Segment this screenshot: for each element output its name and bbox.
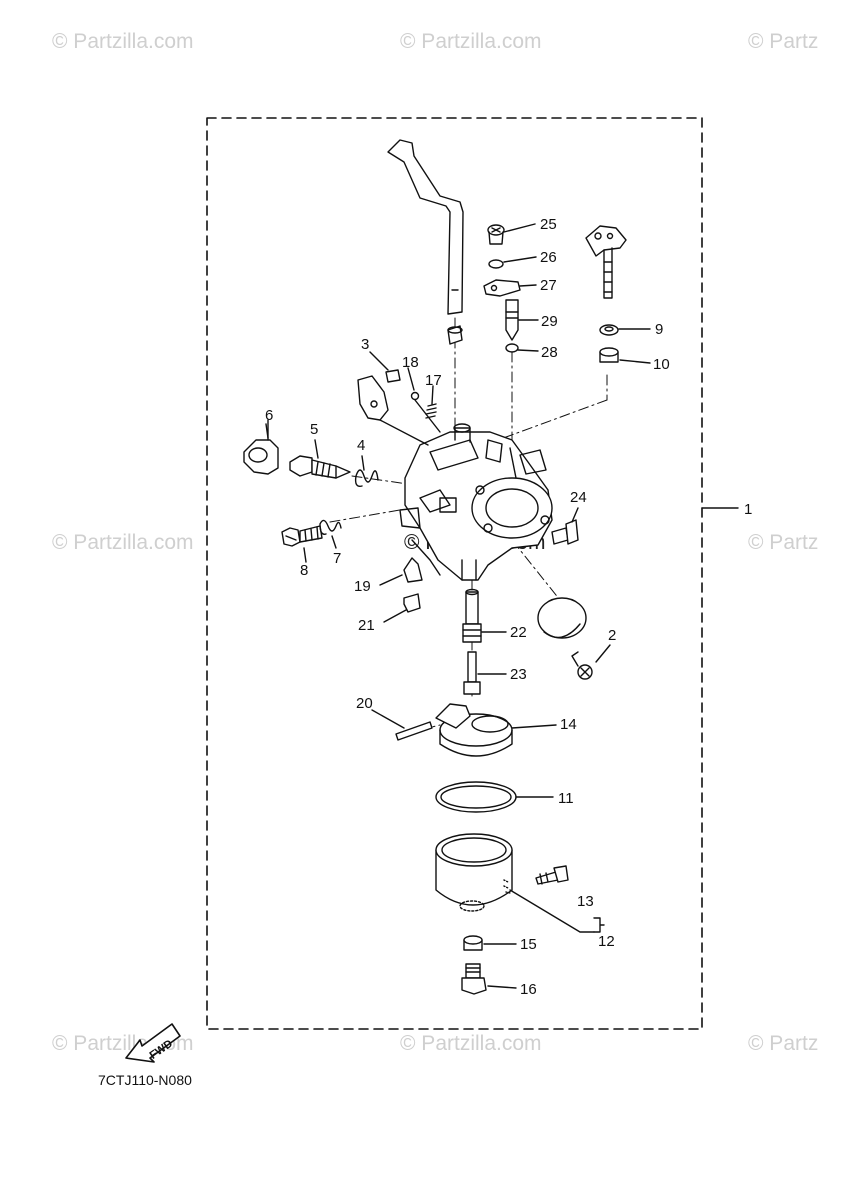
watermark-bottom-right: © Partz [748,1032,819,1055]
part-27-plate [483,279,537,297]
callout-27: 27 [540,277,557,294]
part-8-screw [281,525,323,563]
part-11-gasket [435,781,554,813]
callout-5: 5 [310,421,318,438]
part-7-spring [319,519,342,535]
assembly-border [206,117,703,1030]
part-20-pin [395,721,433,741]
centerline-shaft-2 [497,399,608,441]
callout-25: 25 [540,216,557,233]
callout-15: 15 [520,936,537,953]
part-15-washer [463,935,517,951]
part-9-washer [599,324,651,336]
part-19-float-needle [403,557,423,583]
bracket-12-13 [593,917,605,933]
part-14-float [435,703,557,757]
callout-3: 3 [361,336,369,353]
callouts: 1 2 3 4 5 6 7 8 9 10 11 12 13 14 15 16 1… [265,216,752,998]
callout-18: 18 [402,354,419,371]
diagram-code: 7CTJ110-N080 [98,1072,192,1088]
callout-20: 20 [356,695,373,712]
callout-23: 23 [510,666,527,683]
part-13-screw [535,865,569,885]
throttle-link-rod [387,139,464,315]
part-23-jet [463,651,507,695]
callout-17: 17 [425,372,442,389]
callout-2: 2 [608,627,616,644]
centerline-screw [329,509,401,523]
part-2-screw [571,644,611,680]
callout-26: 26 [540,249,557,266]
watermark-top-center: © Partzilla.com [400,30,542,53]
part-21-clip [403,593,421,613]
part-28-oring [505,343,539,353]
fwd-arrow-icon [125,1023,181,1063]
callout-21: 21 [358,617,375,634]
leader-bracket [379,419,429,446]
part-10-seal [599,347,651,364]
throttle-shaft [585,225,627,299]
part-18-ball [410,391,420,401]
part-17-spring [425,403,437,419]
callout-12: 12 [598,933,615,950]
callout-4: 4 [357,437,365,454]
watermark-mid-right: © Partz [748,531,819,554]
part-12-bowl [435,833,595,933]
rod-nut [447,325,463,345]
callout-19: 19 [354,578,371,595]
watermark-top-left: © Partzilla.com [52,30,194,53]
part-3-screw [385,369,401,383]
leader-ball [414,399,441,433]
callout-13: 13 [577,893,594,910]
part-22-nozzle [462,588,507,643]
callout-14: 14 [560,716,577,733]
callout-7: 7 [333,550,341,567]
part-2-cap [537,597,587,639]
part-25-screw [487,223,536,245]
part-26-clip [488,256,537,269]
part-24-screw [551,507,579,545]
callout-28: 28 [541,344,558,361]
part-4-spring [354,469,379,487]
callout-8: 8 [300,562,308,579]
watermark-bottom-center: © Partzilla.com [400,1032,542,1055]
callout-16: 16 [520,981,537,998]
callout-9: 9 [655,321,663,338]
callout-11: 11 [558,790,574,807]
callout-29: 29 [541,313,558,330]
callout-1: 1 [744,501,752,518]
watermark-top-right: © Partz [748,30,819,53]
callout-10: 10 [653,356,670,373]
watermark-mid-left: © Partzilla.com [52,531,194,554]
callout-6: 6 [265,407,273,424]
part-29-needle [505,299,539,341]
part-16-bolt [461,963,517,995]
callout-22: 22 [510,624,527,641]
carburetor-body [399,423,553,581]
part-3-plate [357,375,389,421]
callout-24: 24 [570,489,587,506]
part-5-needle [289,439,351,479]
